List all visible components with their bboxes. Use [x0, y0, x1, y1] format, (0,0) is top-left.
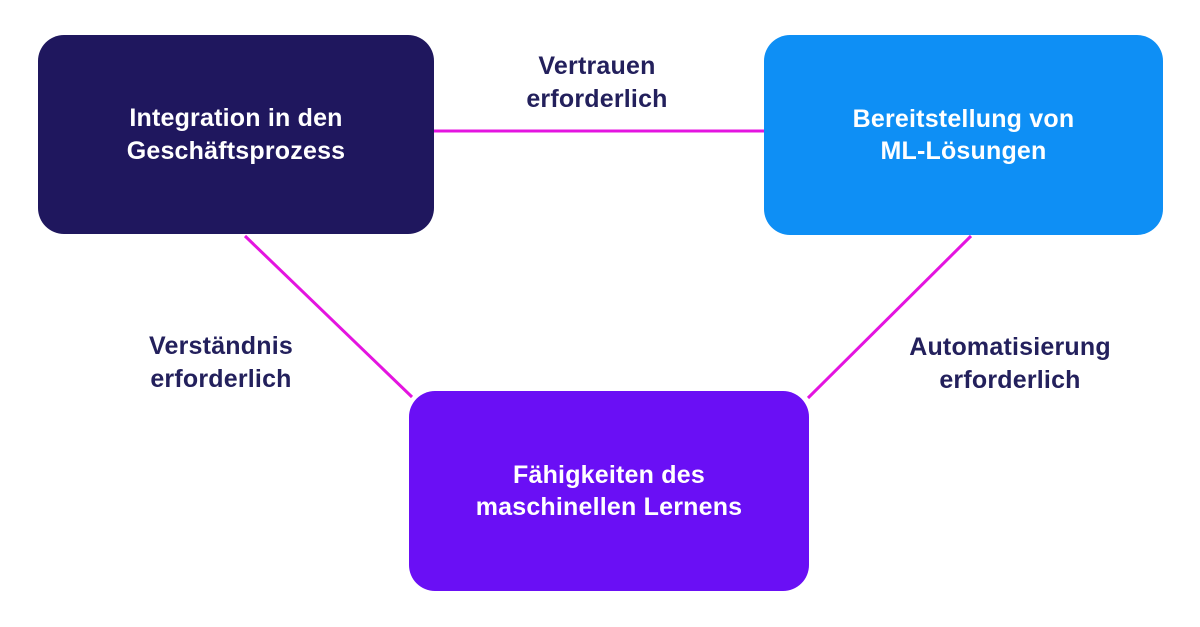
edge-label-line: Vertrauen [538, 52, 656, 80]
edge-label-line: erforderlich [150, 364, 292, 393]
edge-label-line: erforderlich [939, 365, 1081, 394]
node-ml-deployment: Bereitstellung von ML-Lösungen [764, 35, 1163, 235]
node-label-line: maschinellen Lernens [475, 493, 743, 521]
edge-label-understanding: Verständnis erforderlich [91, 330, 351, 395]
edge-label-line: Automatisierung [909, 333, 1111, 361]
node-label-line: Integration in den [129, 104, 343, 132]
edge-label-line: erforderlich [526, 84, 668, 113]
node-label-line: Geschäftsprozess [126, 136, 346, 165]
node-integration-label: Integration in den Geschäftsprozess [127, 102, 346, 167]
node-ml-deployment-label: Bereitstellung von ML-Lösungen [853, 103, 1075, 168]
node-label-line: Bereitstellung von [852, 104, 1075, 133]
edge-understanding-line [243, 234, 414, 399]
node-integration: Integration in den Geschäftsprozess [38, 35, 434, 234]
node-label-line: Fähigkeiten des [513, 460, 705, 489]
node-label-line: ML-Lösungen [880, 137, 1047, 165]
edge-label-line: Verständnis [149, 332, 293, 360]
edge-label-automation: Automatisierung erforderlich [880, 331, 1140, 396]
node-ml-capabilities: Fähigkeiten des maschinellen Lernens [409, 391, 809, 591]
edge-automation-line [806, 234, 973, 400]
edge-label-trust: Vertrauen erforderlich [467, 50, 727, 115]
node-ml-capabilities-label: Fähigkeiten des maschinellen Lernens [476, 459, 743, 524]
